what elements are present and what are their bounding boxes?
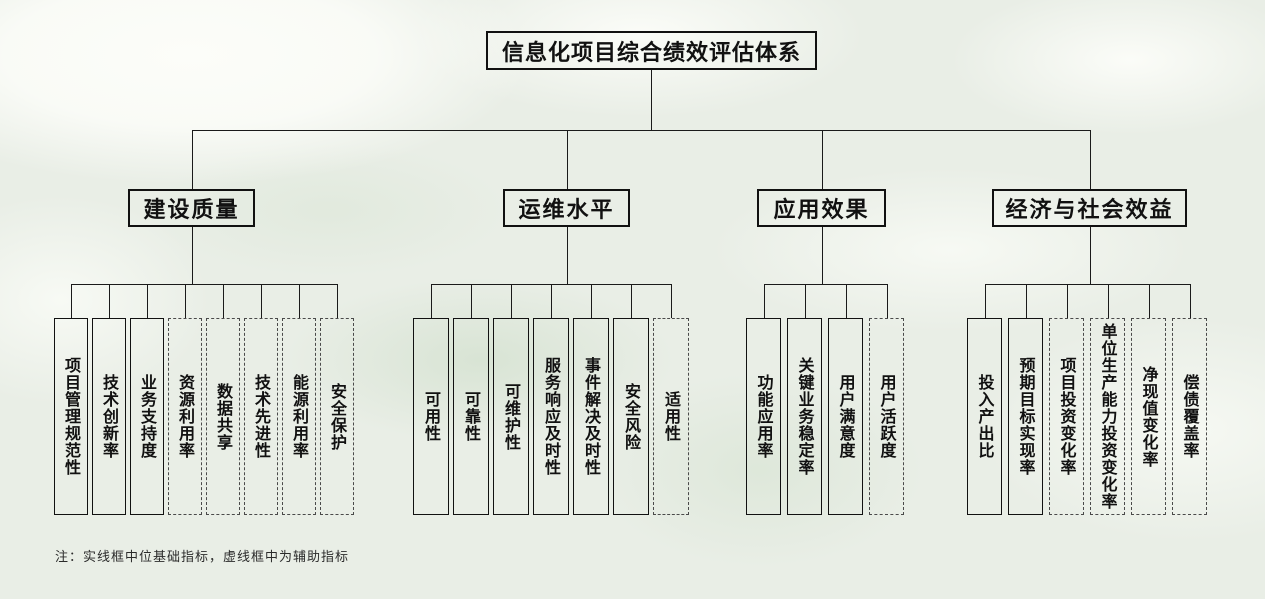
legend-note: 注：实线框中位基础指标，虚线框中为辅助指标 (55, 550, 350, 565)
leaf-node-label: 用户满意度 (836, 374, 856, 459)
connector-line (567, 130, 568, 189)
leaf-node-label: 资源利用率 (176, 374, 195, 459)
connector-line (651, 70, 652, 130)
leaf-node-label: 偿债覆盖率 (1180, 374, 1200, 459)
leaf-node-label: 适用性 (662, 391, 681, 442)
leaf-node-label: 单位生产能力投资变化率 (1098, 323, 1118, 510)
connector-line (261, 284, 262, 318)
leaf-node: 用户满意度 (828, 318, 863, 515)
leaf-node-label: 可靠性 (462, 391, 481, 442)
leaf-node: 适用性 (653, 318, 689, 515)
leaf-node: 安全风险 (613, 318, 649, 515)
connector-line (71, 284, 337, 285)
connector-line (1067, 284, 1068, 318)
connector-line (985, 284, 1190, 285)
leaf-node-label: 净现值变化率 (1139, 365, 1159, 468)
connector-line (567, 227, 568, 284)
connector-line (1190, 284, 1191, 318)
leaf-node-label: 能源利用率 (290, 374, 309, 459)
leaf-node: 业务支持度 (130, 318, 164, 515)
leaf-node-label: 预期目标实现率 (1016, 357, 1036, 476)
root-node: 信息化项目综合绩效评估体系 (486, 31, 817, 70)
connector-line (631, 284, 632, 318)
branch-node-label: 经济与社会效益 (1005, 198, 1174, 223)
leaf-node-label: 可用性 (422, 391, 441, 442)
leaf-node-label: 数据共享 (214, 382, 233, 451)
leaf-node-label: 安全风险 (622, 382, 641, 451)
connector-line (1090, 130, 1091, 189)
branch-node: 建设质量 (128, 189, 255, 227)
leaf-node: 数据共享 (206, 318, 240, 515)
leaf-node: 技术创新率 (92, 318, 126, 515)
connector-line (185, 284, 186, 318)
leaf-node: 用户活跃度 (869, 318, 904, 515)
connector-line (764, 284, 765, 318)
leaf-node-label: 功能应用率 (754, 374, 774, 459)
leaf-node-label: 项目投资变化率 (1057, 357, 1077, 476)
leaf-node: 偿债覆盖率 (1172, 318, 1207, 515)
leaf-node-label: 安全保护 (328, 382, 347, 451)
leaf-node: 可靠性 (453, 318, 489, 515)
connector-line (822, 227, 823, 284)
connector-line (1026, 284, 1027, 318)
leaf-node-label: 技术先进性 (252, 374, 271, 459)
leaf-node-label: 可维护性 (502, 382, 521, 451)
connector-line (147, 284, 148, 318)
leaf-node: 事件解决及时性 (573, 318, 609, 515)
leaf-node-label: 关键业务稳定率 (795, 357, 815, 476)
connector-line (822, 130, 823, 189)
connector-line (1149, 284, 1150, 318)
connector-line (431, 284, 432, 318)
connector-line (192, 130, 193, 189)
branch-node: 运维水平 (503, 189, 630, 227)
leaf-node-label: 投入产出比 (975, 374, 995, 459)
leaf-node-label: 技术创新率 (100, 374, 119, 459)
connector-line (192, 130, 1090, 131)
leaf-node: 项目投资变化率 (1049, 318, 1084, 515)
leaf-node: 单位生产能力投资变化率 (1090, 318, 1125, 515)
connector-line (471, 284, 472, 318)
leaf-node: 技术先进性 (244, 318, 278, 515)
connector-line (764, 284, 887, 285)
leaf-node: 关键业务稳定率 (787, 318, 822, 515)
leaf-node: 可用性 (413, 318, 449, 515)
leaf-node-label: 业务支持度 (138, 374, 157, 459)
leaf-node: 安全保护 (320, 318, 354, 515)
connector-line (805, 284, 806, 318)
connector-line (671, 284, 672, 318)
connector-line (846, 284, 847, 318)
connector-line (337, 284, 338, 318)
branch-node: 应用效果 (757, 189, 886, 227)
connector-line (223, 284, 224, 318)
leaf-node: 服务响应及时性 (533, 318, 569, 515)
leaf-node: 项目管理规范性 (54, 318, 88, 515)
connector-line (1090, 227, 1091, 284)
connector-line (192, 227, 193, 284)
connector-line (591, 284, 592, 318)
connector-line (887, 284, 888, 318)
connector-line (1108, 284, 1109, 318)
connector-line (299, 284, 300, 318)
connector-line (71, 284, 72, 318)
leaf-node: 能源利用率 (282, 318, 316, 515)
root-node-label: 信息化项目综合绩效评估体系 (501, 40, 801, 66)
leaf-node-label: 项目管理规范性 (62, 357, 81, 476)
leaf-node-label: 用户活跃度 (877, 374, 897, 459)
leaf-node: 可维护性 (493, 318, 529, 515)
branch-node-label: 建设质量 (143, 198, 240, 223)
branch-node: 经济与社会效益 (992, 189, 1187, 227)
leaf-node: 资源利用率 (168, 318, 202, 515)
connector-line (511, 284, 512, 318)
connector-line (551, 284, 552, 318)
connector-line (109, 284, 110, 318)
leaf-node: 功能应用率 (746, 318, 781, 515)
leaf-node-label: 服务响应及时性 (542, 357, 561, 476)
branch-node-label: 运维水平 (518, 198, 615, 223)
leaf-node: 投入产出比 (967, 318, 1002, 515)
leaf-node: 净现值变化率 (1131, 318, 1166, 515)
leaf-node: 预期目标实现率 (1008, 318, 1043, 515)
leaf-node-label: 事件解决及时性 (582, 357, 601, 476)
connector-line (985, 284, 986, 318)
branch-node-label: 应用效果 (773, 198, 870, 223)
